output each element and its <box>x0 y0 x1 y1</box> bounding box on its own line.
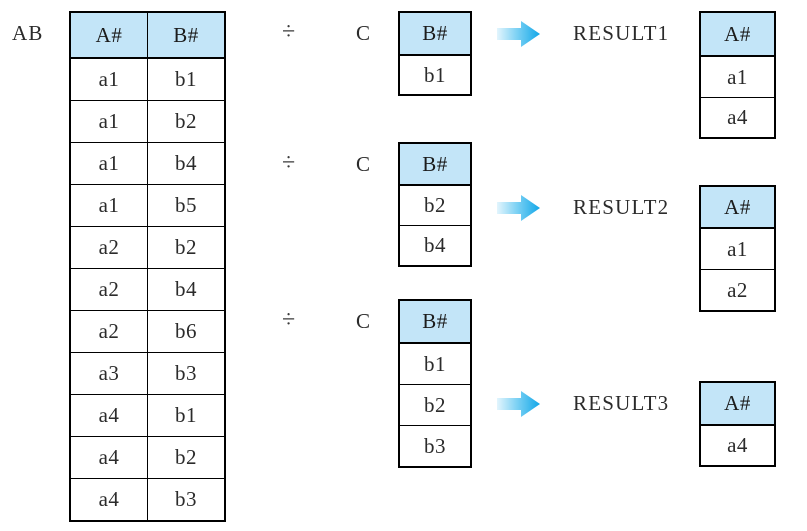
table-row: a1 b5 <box>69 184 226 227</box>
divisor-relation-label-2: C <box>356 152 372 176</box>
table-row: a4 <box>699 424 776 467</box>
dividend-table-body: A# B# a1 b1 a1 b2 a1 b4 a1 b5 a2 b2 a2 b… <box>69 11 226 522</box>
divisor-table-3: B# b1 b2 b3 <box>398 299 472 468</box>
column-header-a: A# <box>699 11 776 57</box>
table-header-row: B# <box>398 142 472 186</box>
cell-b: b2 <box>398 384 472 426</box>
cell-b: b2 <box>147 226 226 269</box>
result-table-3: A# a4 <box>699 381 776 467</box>
table-row: b1 <box>398 342 472 385</box>
result-label-3: RESULT3 <box>573 391 670 415</box>
cell-b: b4 <box>398 225 472 267</box>
cell-a: a1 <box>699 55 776 98</box>
cell-b: b3 <box>398 425 472 468</box>
divisor-table-2-body: B# b2 b4 <box>398 142 472 267</box>
table-row: b3 <box>398 425 472 468</box>
cell-a: a2 <box>699 269 776 312</box>
divisor-relation-label-3: C <box>356 309 372 333</box>
cell-b: b4 <box>147 142 226 185</box>
table-row: a1 b1 <box>69 57 226 101</box>
divisor-table-1-body: B# b1 <box>398 11 472 96</box>
result-table-2: A# a1 a2 <box>699 185 776 312</box>
table-header-row: A# <box>699 185 776 229</box>
right-arrow-icon-3 <box>497 390 541 423</box>
table-header-row: A# <box>699 11 776 57</box>
cell-b: b4 <box>147 268 226 311</box>
cell-b: b2 <box>147 100 226 143</box>
cell-b: b3 <box>147 352 226 395</box>
cell-a: a1 <box>699 227 776 270</box>
cell-a: a3 <box>69 352 148 395</box>
table-row: b2 <box>398 184 472 226</box>
cell-a: a2 <box>69 310 148 353</box>
cell-b: b2 <box>398 184 472 226</box>
cell-a: a4 <box>699 97 776 139</box>
division-operator-3: ÷ <box>282 307 296 333</box>
division-operator-1: ÷ <box>282 19 296 45</box>
column-header-b: B# <box>398 299 472 344</box>
result-label-1: RESULT1 <box>573 21 670 45</box>
table-row: a2 b4 <box>69 268 226 311</box>
cell-b: b1 <box>147 394 226 437</box>
table-header-row: A# <box>699 381 776 426</box>
dividend-relation-table: A# B# a1 b1 a1 b2 a1 b4 a1 b5 a2 b2 a2 b… <box>69 11 226 522</box>
division-operator-2: ÷ <box>282 150 296 176</box>
cell-b: b2 <box>147 436 226 479</box>
dividend-relation-label: AB <box>12 21 44 45</box>
table-header-row: A# B# <box>69 11 226 59</box>
result-table-2-body: A# a1 a2 <box>699 185 776 312</box>
table-row: a1 b2 <box>69 100 226 143</box>
cell-b: b5 <box>147 184 226 227</box>
table-header-row: B# <box>398 299 472 344</box>
table-row: a4 b1 <box>69 394 226 437</box>
table-row: b1 <box>398 54 472 96</box>
cell-a: a1 <box>69 184 148 227</box>
column-header-b: B# <box>398 11 472 56</box>
table-row: b2 <box>398 384 472 426</box>
column-header-a: A# <box>69 11 148 59</box>
cell-a: a2 <box>69 268 148 311</box>
table-row: a3 b3 <box>69 352 226 395</box>
cell-a: a2 <box>69 226 148 269</box>
table-row: a1 <box>699 227 776 270</box>
divisor-relation-label-1: C <box>356 21 372 45</box>
table-row: a2 b2 <box>69 226 226 269</box>
result-label-2: RESULT2 <box>573 195 670 219</box>
cell-b: b1 <box>398 342 472 385</box>
column-header-b: B# <box>398 142 472 186</box>
column-header-a: A# <box>699 185 776 229</box>
table-row: a4 b3 <box>69 478 226 522</box>
table-row: a4 b2 <box>69 436 226 479</box>
column-header-a: A# <box>699 381 776 426</box>
result-table-3-body: A# a4 <box>699 381 776 467</box>
cell-a: a4 <box>69 478 148 522</box>
cell-a: a1 <box>69 57 148 101</box>
cell-b: b3 <box>147 478 226 522</box>
table-row: b4 <box>398 225 472 267</box>
table-row: a2 b6 <box>69 310 226 353</box>
cell-a: a1 <box>69 100 148 143</box>
divisor-table-2: B# b2 b4 <box>398 142 472 267</box>
right-arrow-icon-1 <box>497 20 541 53</box>
cell-b: b1 <box>398 54 472 96</box>
divisor-table-3-body: B# b1 b2 b3 <box>398 299 472 468</box>
table-row: a1 b4 <box>69 142 226 185</box>
cell-b: b1 <box>147 57 226 101</box>
result-table-1: A# a1 a4 <box>699 11 776 139</box>
divisor-table-1: B# b1 <box>398 11 472 96</box>
table-row: a2 <box>699 269 776 312</box>
table-row: a4 <box>699 97 776 139</box>
result-table-1-body: A# a1 a4 <box>699 11 776 139</box>
cell-a: a4 <box>69 394 148 437</box>
cell-a: a1 <box>69 142 148 185</box>
cell-b: b6 <box>147 310 226 353</box>
right-arrow-icon-2 <box>497 194 541 227</box>
table-row: a1 <box>699 55 776 98</box>
cell-a: a4 <box>699 424 776 467</box>
cell-a: a4 <box>69 436 148 479</box>
column-header-b: B# <box>147 11 226 59</box>
table-header-row: B# <box>398 11 472 56</box>
